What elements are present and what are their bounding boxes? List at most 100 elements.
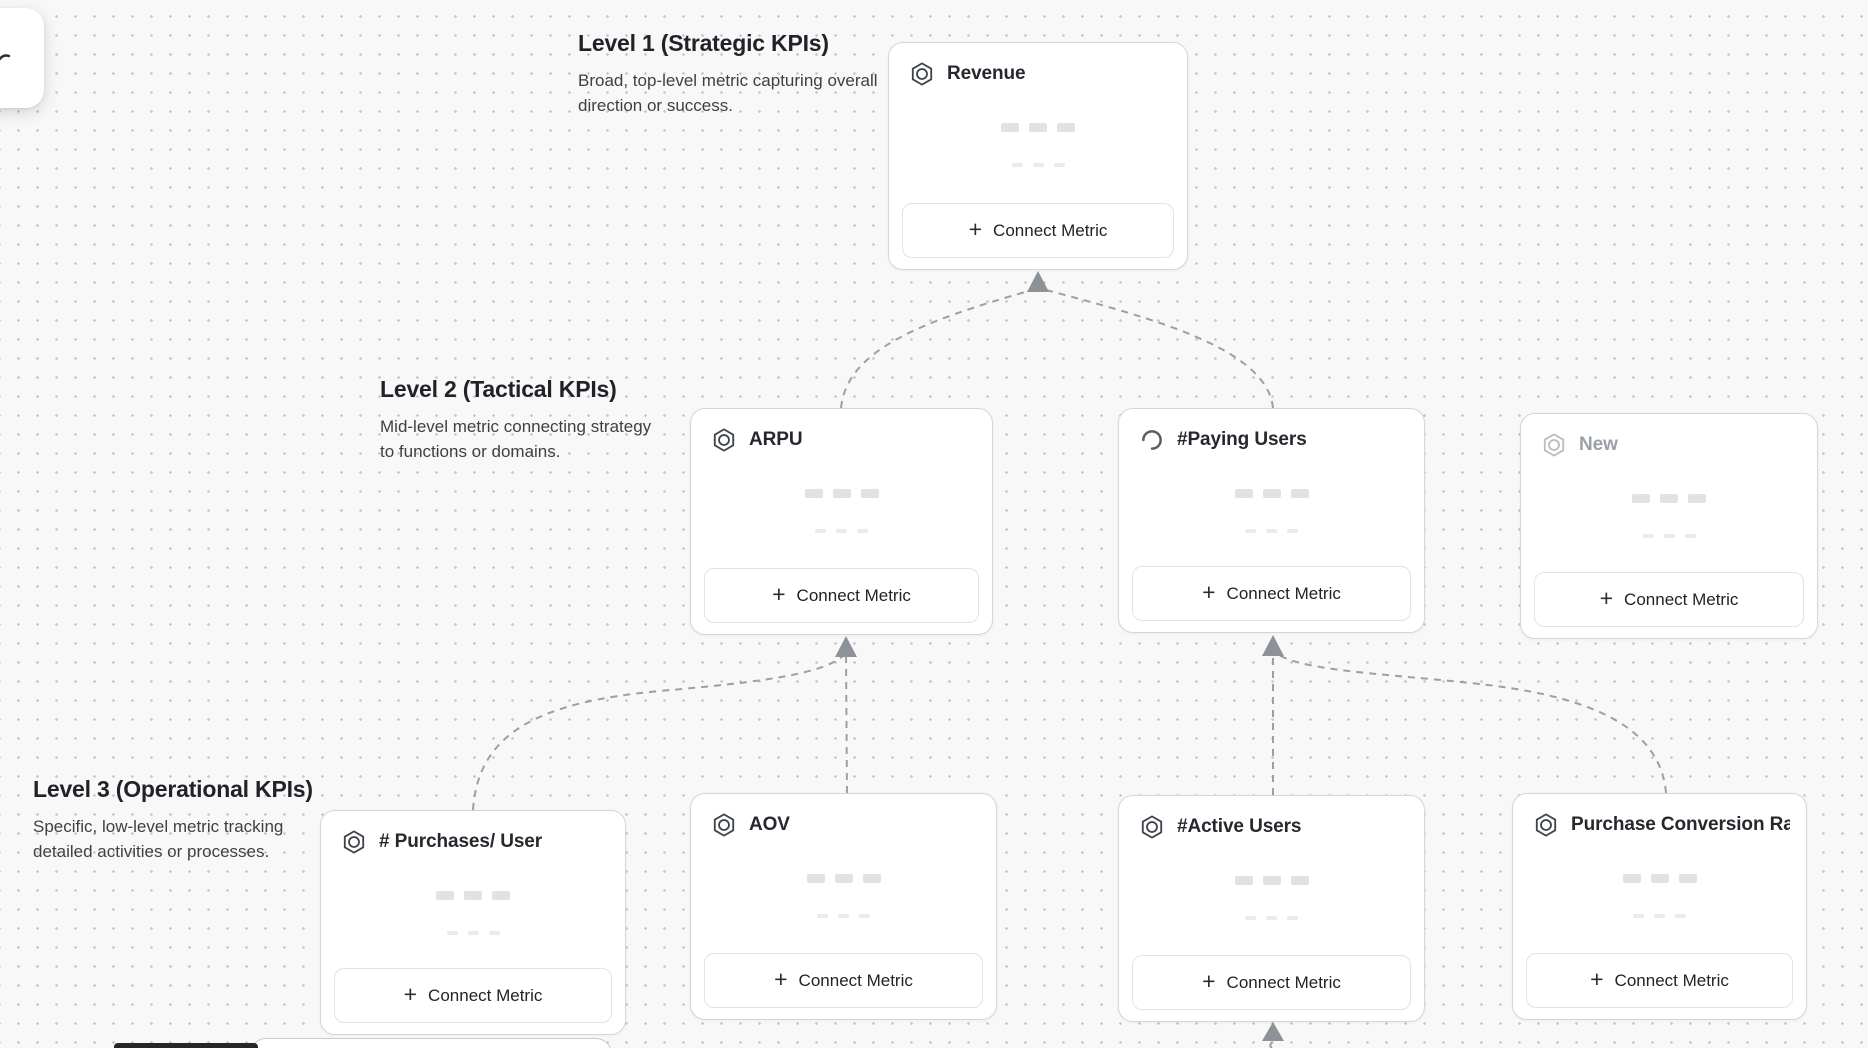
skeleton-row (815, 529, 868, 533)
card-title: Revenue (947, 63, 1026, 84)
metric-card-new[interactable]: New + Connect Metric (1520, 413, 1818, 639)
metric-hexagon-icon (713, 813, 735, 837)
plus-icon: + (772, 581, 786, 607)
connect-metric-button[interactable]: + Connect Metric (704, 953, 983, 1008)
skeleton-placeholder (691, 874, 996, 918)
card-header: AOV (711, 812, 980, 838)
plus-icon: + (1590, 966, 1604, 992)
connect-metric-button[interactable]: + Connect Metric (902, 203, 1174, 258)
connector-pcr-to-paying (1278, 654, 1667, 794)
skeleton-placeholder (889, 123, 1187, 167)
metric-hexagon-icon (713, 428, 735, 452)
connector-purchases-to-arpu (472, 655, 844, 811)
level-3-title: Level 3 (Operational KPIs) (33, 776, 313, 802)
skeleton-row (1234, 876, 1309, 885)
plus-icon: + (403, 981, 418, 1007)
connect-metric-button[interactable]: + Connect Metric (334, 968, 612, 1023)
metric-card-paying-users[interactable]: #Paying Users + Connect Metric (1118, 408, 1425, 633)
card-title: Purchase Conversion Rate (1571, 814, 1790, 835)
connect-metric-label: Connect Metric (1624, 589, 1739, 609)
plus-icon: + (1202, 579, 1216, 605)
metric-card-aov[interactable]: AOV + Connect Metric (690, 793, 997, 1020)
metric-hexagon-icon (1535, 813, 1557, 837)
skeleton-row (1011, 163, 1065, 167)
metric-hexagon-icon (343, 830, 365, 854)
plus-icon: + (968, 216, 983, 242)
plus-icon: + (1599, 585, 1614, 611)
plus-icon: + (1202, 968, 1216, 994)
skeleton-row (1245, 916, 1298, 920)
connect-metric-label: Connect Metric (796, 585, 911, 605)
spinner-icon (1142, 430, 1162, 450)
level-2-title: Level 2 (Tactical KPIs) (380, 376, 617, 402)
card-header: ARPU (711, 427, 976, 453)
skeleton-placeholder (1513, 874, 1806, 918)
connect-metric-label: Connect Metric (798, 970, 913, 990)
skeleton-placeholder (1521, 494, 1817, 538)
cursor-tool-icon (0, 54, 11, 61)
card-title: AOV (749, 814, 790, 835)
card-title: #Active Users (1177, 816, 1302, 837)
skeleton-row (1642, 534, 1696, 538)
arrowhead-paying (1262, 635, 1284, 656)
metric-card-active-users[interactable]: #Active Users + Connect Metric (1118, 795, 1425, 1022)
skeleton-row (804, 489, 879, 498)
skeleton-row (1633, 914, 1686, 918)
metric-hexagon-icon (1141, 815, 1163, 839)
skeleton-row (817, 914, 870, 918)
connect-metric-label: Connect Metric (1226, 972, 1341, 992)
skeleton-placeholder (321, 891, 625, 935)
card-header: New (1541, 432, 1801, 458)
card-header: Revenue (909, 61, 1171, 87)
metric-card-arpu[interactable]: ARPU + Connect Metric (690, 408, 993, 635)
plus-icon: + (774, 966, 788, 992)
card-title: # Purchases/ User (379, 831, 543, 852)
connect-metric-button[interactable]: + Connect Metric (1526, 953, 1793, 1008)
card-header: Purchase Conversion Rate (1533, 812, 1790, 838)
card-title: ARPU (749, 429, 803, 450)
metric-hexagon-icon (911, 62, 933, 86)
level-3-header: Level 3 (Operational KPIs) Specific, low… (33, 776, 333, 864)
arrowhead-arpu (835, 636, 857, 657)
connect-metric-button[interactable]: + Connect Metric (1132, 566, 1411, 621)
level-2-header: Level 2 (Tactical KPIs) Mid-level metric… (380, 376, 660, 464)
connect-metric-button[interactable]: + Connect Metric (1132, 955, 1411, 1010)
skeleton-row (436, 891, 510, 900)
card-header: # Purchases/ User (341, 829, 609, 855)
metric-card-revenue[interactable]: Revenue + Connect Metric (888, 42, 1188, 270)
skeleton-row (1001, 123, 1075, 132)
connector-offscreen-to-active (1269, 1035, 1275, 1048)
skeleton-placeholder (1119, 489, 1424, 533)
connect-metric-label: Connect Metric (1614, 970, 1729, 990)
skeleton-placeholder (691, 489, 992, 533)
connect-metric-label: Connect Metric (1226, 583, 1341, 603)
skeleton-row (1632, 494, 1706, 503)
floating-toolbar-fragment[interactable] (0, 8, 44, 108)
skeleton-row (446, 931, 500, 935)
connect-metric-label: Connect Metric (428, 985, 543, 1005)
skeleton-row (806, 874, 881, 883)
metric-card-partial-offscreen[interactable] (250, 1038, 612, 1048)
arrowhead-active (1262, 1022, 1284, 1041)
skeleton-row (1234, 489, 1309, 498)
card-header: #Active Users (1139, 814, 1408, 840)
card-title: New (1579, 434, 1618, 455)
dock-sliver[interactable] (114, 1043, 258, 1048)
level-1-description: Broad, top-level metric capturing overal… (578, 71, 878, 115)
connect-metric-label: Connect Metric (993, 220, 1108, 240)
connect-metric-button[interactable]: + Connect Metric (1534, 572, 1804, 627)
connect-metric-button[interactable]: + Connect Metric (704, 568, 979, 623)
connector-aov-to-arpu (845, 655, 848, 794)
metric-card-purchase-conversion-rate[interactable]: Purchase Conversion Rate + Connect Metri… (1512, 793, 1807, 1020)
connector-arpu-to-revenue (840, 289, 1033, 409)
metric-hexagon-icon (1543, 433, 1565, 457)
level-1-header: Level 1 (Strategic KPIs) Broad, top-leve… (578, 30, 878, 118)
skeleton-row (1622, 874, 1697, 883)
card-header: #Paying Users (1139, 427, 1408, 453)
level-2-description: Mid-level metric connecting strategy to … (380, 417, 652, 461)
metric-card-purchases-per-user[interactable]: # Purchases/ User + Connect Metric (320, 810, 626, 1035)
skeleton-row (1245, 529, 1298, 533)
skeleton-placeholder (1119, 876, 1424, 920)
connector-paying-to-revenue (1045, 289, 1274, 409)
